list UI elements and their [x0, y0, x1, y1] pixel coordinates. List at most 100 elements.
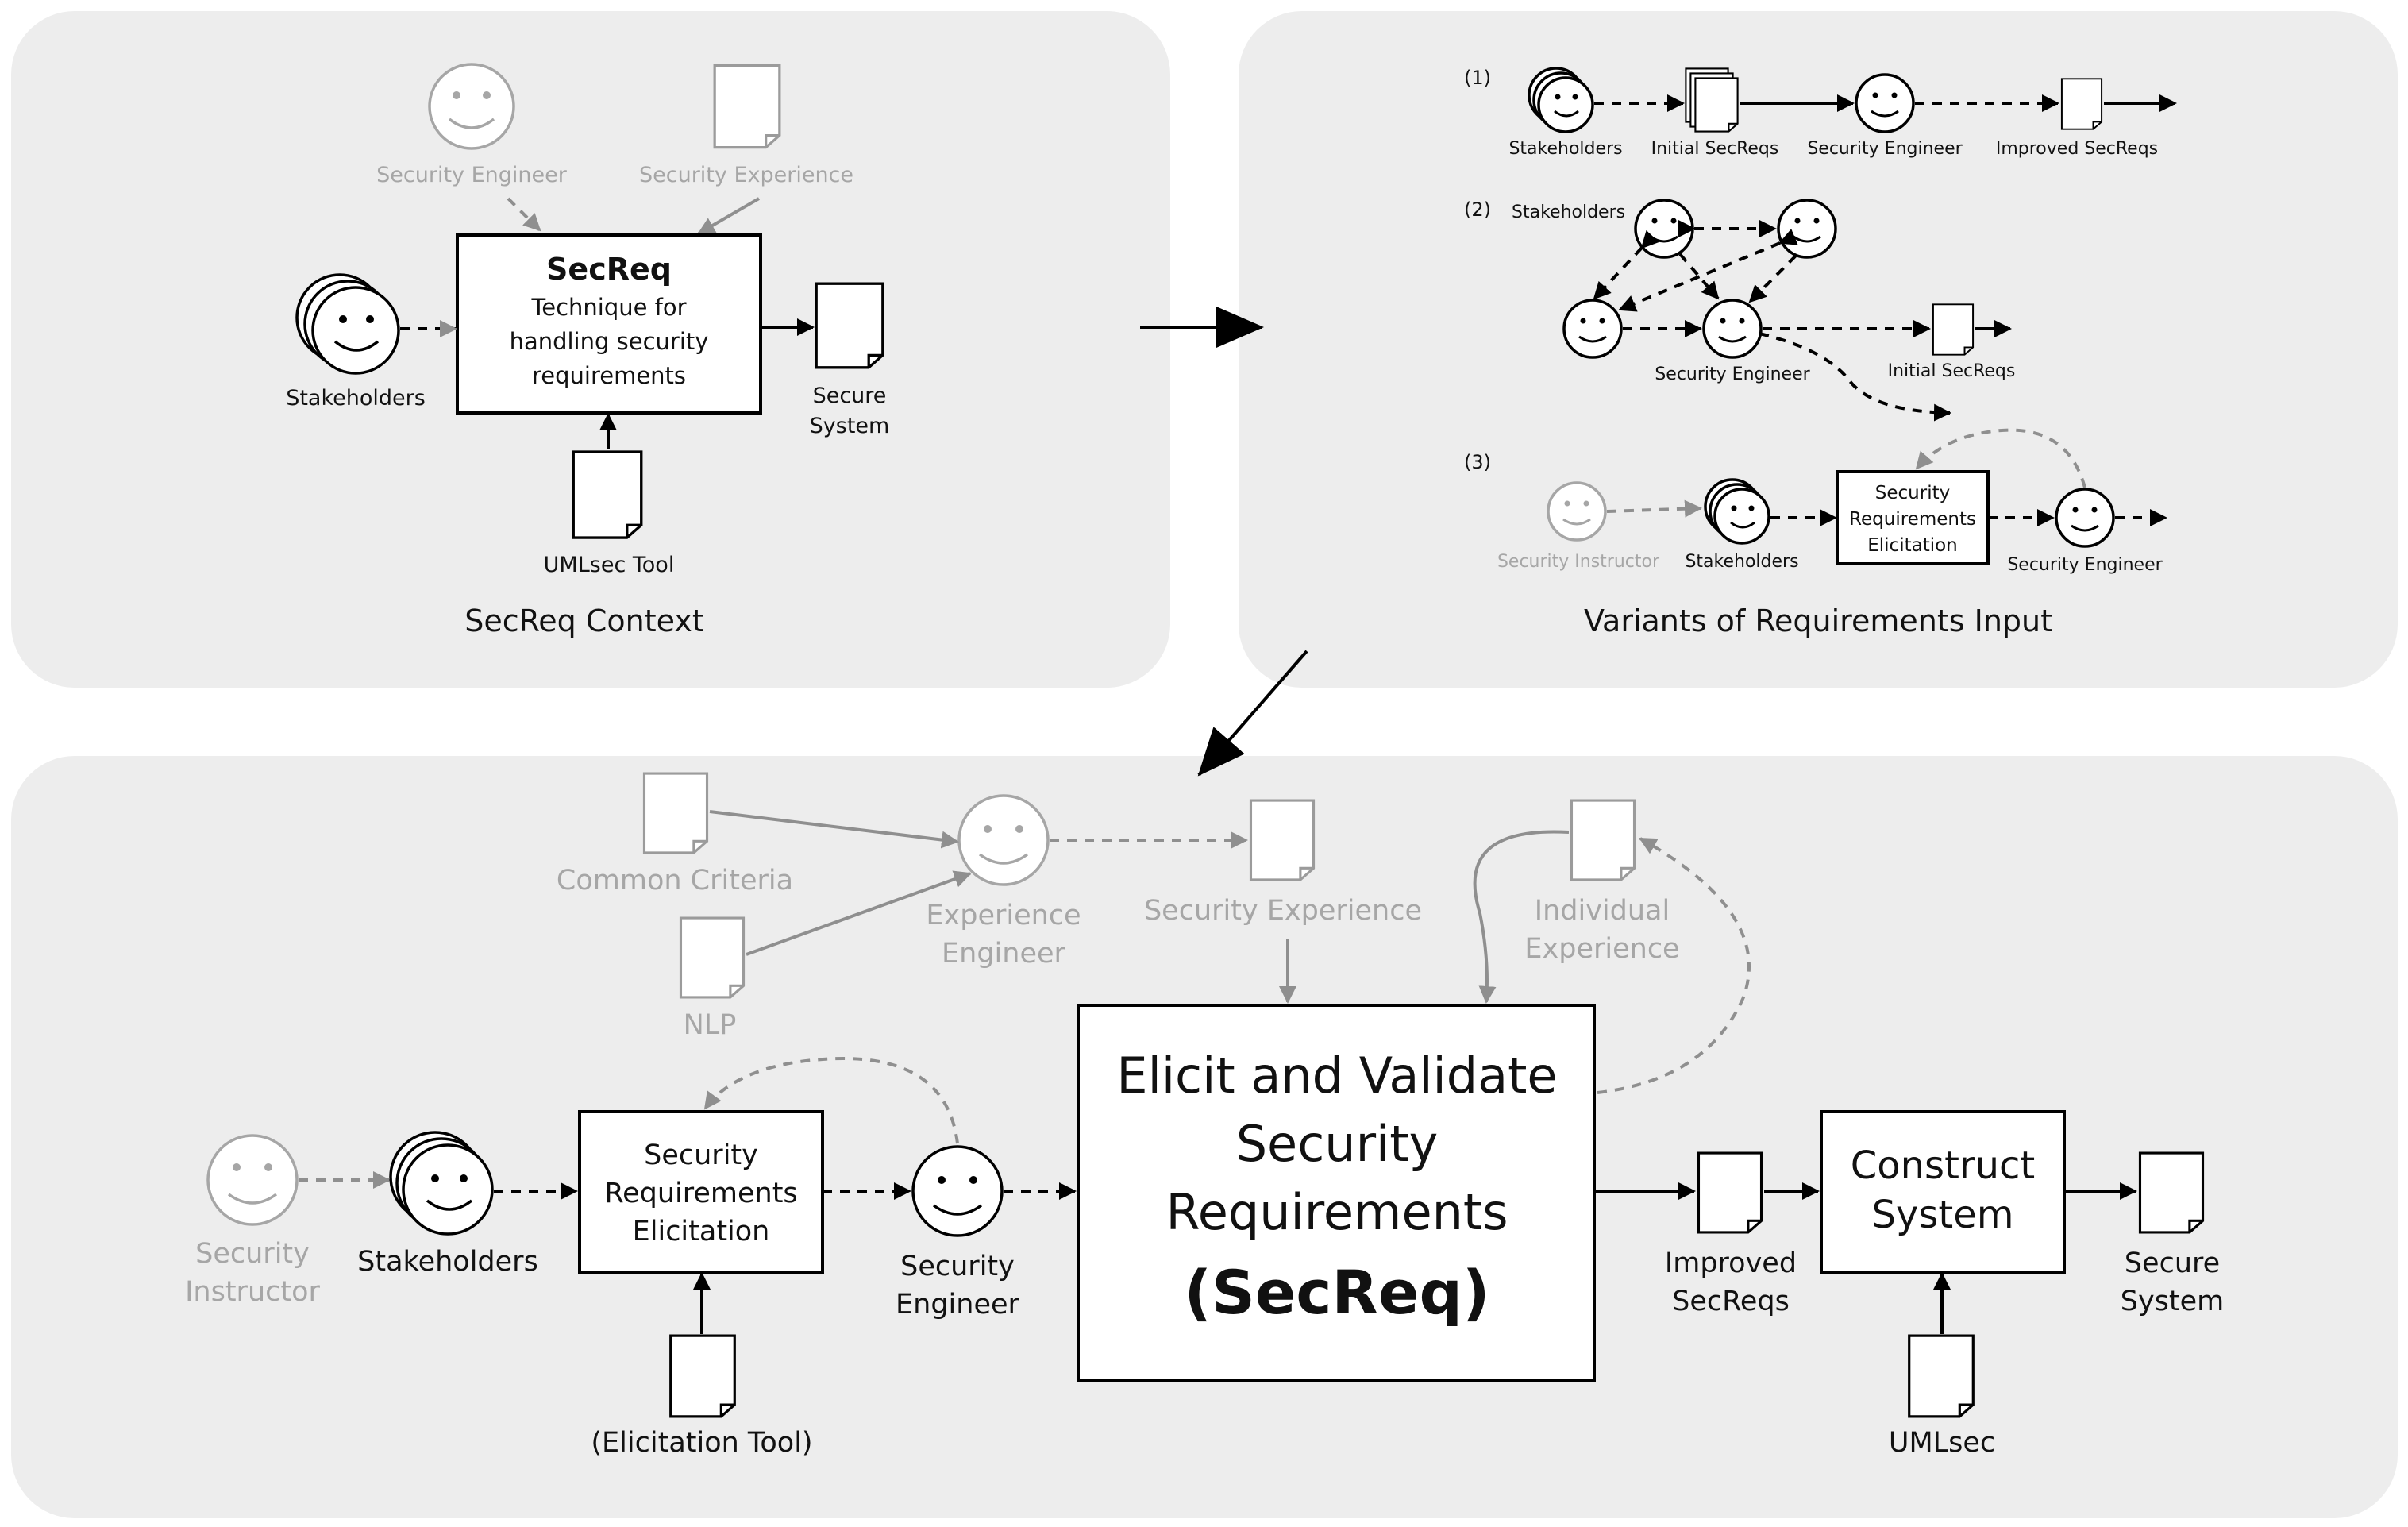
individual-label: Individual — [1535, 895, 1670, 927]
v2-stakeholder-face-icon-c — [1562, 299, 1623, 359]
security-experience-doc-icon-bottom — [1249, 799, 1316, 881]
context-diagram: Security Engineer Security Experience Se… — [286, 63, 890, 638]
elicitation-box — [578, 1110, 824, 1274]
v2-edge-b-eng — [1748, 254, 1797, 303]
elicitation-tool-doc-icon — [669, 1334, 736, 1418]
umlsec-tool-doc-icon — [572, 450, 643, 539]
process-diagram: Common Criteria NLP Experience Engineer … — [185, 772, 2225, 1459]
system-label: System — [810, 414, 890, 438]
secreq-box-title: SecReq — [546, 252, 672, 287]
security-instructor-label: Instructor — [185, 1276, 320, 1308]
v3-security-instructor-label: Security Instructor — [1497, 552, 1660, 572]
improved-secreqs-doc-icon — [1697, 1151, 1763, 1234]
security-engineer-security-label: Security — [900, 1251, 1015, 1282]
improved-secreqs-label: SecReqs — [1672, 1286, 1790, 1317]
main-line2: Security — [1236, 1115, 1439, 1173]
security-engineer-face-icon-bottom — [911, 1145, 1004, 1237]
v1-stakeholders-label: Stakeholders — [1508, 139, 1622, 159]
security-engineer-label: Security Engineer — [376, 163, 568, 187]
secreq-box — [456, 233, 762, 415]
experience-label: Experience — [926, 900, 1081, 931]
v2-initial-secreqs-doc-icon — [1932, 303, 1975, 356]
system-bottom-label: System — [2121, 1286, 2225, 1317]
edge-cc-to-engineer — [709, 810, 959, 849]
v3-elicitation-box — [1836, 470, 1990, 565]
elicitation-line2: Requirements — [604, 1178, 797, 1209]
v3-security-engineer-label: Security Engineer — [2007, 555, 2163, 575]
stakeholders-group-icon — [295, 273, 400, 375]
common-criteria-label: Common Criteria — [557, 865, 793, 897]
edge-engineer-feedback — [703, 1057, 959, 1144]
umlsec-label: UMLsec — [1889, 1427, 1995, 1459]
variants-diagram: (1) Stakeholders Initial SecReqs Securit… — [1464, 67, 2177, 638]
v2-initial-secreqs-label: Initial SecReqs — [1888, 361, 2016, 381]
arrow-variants-to-process — [1197, 650, 1308, 777]
common-criteria-doc-icon — [642, 772, 709, 854]
security-engineer-face-icon — [428, 63, 515, 150]
v3-security-instructor-face-icon — [1547, 481, 1607, 542]
variants-caption: Variants of Requirements Input — [1584, 603, 2052, 638]
security-experience-doc-icon — [713, 64, 781, 149]
secreq-box-line2: handling security — [510, 328, 709, 355]
v1-initial-secreqs-label: Initial SecReqs — [1651, 139, 1779, 159]
nlp-label: NLP — [684, 1009, 737, 1041]
secreq-box-line1: Technique for — [530, 294, 686, 321]
main-line4: (SecReq) — [1184, 1257, 1489, 1328]
v2-edge-ac — [1593, 229, 1659, 300]
construct-label: Construct — [1851, 1143, 2036, 1188]
v2-stakeholder-face-icon-b — [1777, 199, 1837, 259]
variant2-marker: (2) — [1464, 199, 1491, 221]
construct-system-label: System — [1872, 1193, 2014, 1237]
security-experience-bottom-label: Security Experience — [1144, 895, 1422, 927]
variant3-marker: (3) — [1464, 451, 1491, 473]
variant1-marker: (1) — [1464, 67, 1491, 89]
secure-label: Secure — [813, 384, 887, 408]
v1-security-engineer-face-icon — [1855, 73, 1915, 133]
v2-edge-bc — [1618, 229, 1798, 312]
edge-engineer-to-secreq — [507, 197, 541, 232]
v2-security-engineer-label: Security Engineer — [1655, 364, 1810, 384]
v1-improved-secreqs-label: Improved SecReqs — [1996, 139, 2158, 159]
v3-stakeholders-label: Stakeholders — [1685, 552, 1798, 572]
stakeholders-label: Stakeholders — [286, 386, 426, 411]
security-instructor-face-icon — [206, 1134, 299, 1226]
experience2-label: Experience — [1524, 933, 1679, 965]
v1-security-engineer-label: Security Engineer — [1807, 139, 1963, 159]
security-experience-label: Security Experience — [639, 163, 853, 187]
stakeholders-bottom-label: Stakeholders — [357, 1246, 538, 1278]
edge-main-to-individual — [1597, 837, 1751, 1094]
v1-improved-secreqs-doc-icon — [2060, 78, 2103, 130]
v3-edge-feedback — [1915, 428, 2086, 488]
v3-box-line2: Requirements — [1849, 509, 1976, 530]
elicitation-tool-label: (Elicitation Tool) — [591, 1427, 812, 1459]
v1-stakeholders-icon — [1528, 67, 1594, 133]
v3-box-line3: Elicitation — [1867, 535, 1958, 556]
secure-bottom-label: Secure — [2125, 1247, 2220, 1279]
umlsec-tool-label: UMLsec Tool — [544, 553, 675, 577]
elicitation-line3: Elicitation — [633, 1216, 770, 1247]
security-engineer-bottom-label: Engineer — [896, 1289, 1019, 1321]
edge-experience-to-secreq — [697, 197, 761, 235]
edge-individual-to-main — [1473, 830, 1570, 1004]
umlsec-doc-icon — [1908, 1334, 1975, 1418]
main-secreq-box — [1077, 1004, 1596, 1382]
panel-variants — [1239, 11, 2398, 688]
construct-system-box — [1820, 1110, 2066, 1274]
secure-system-doc-icon — [815, 282, 884, 369]
secreq-box-line3: requirements — [532, 362, 686, 389]
v2-edge-branch — [1759, 332, 1951, 422]
improved-label: Improved — [1665, 1247, 1797, 1279]
v3-security-engineer-face-icon — [2055, 488, 2115, 548]
v2-stakeholders-label: Stakeholders — [1512, 202, 1625, 222]
v3-box-line1: Security — [1875, 483, 1950, 503]
experience-engineer-face-icon — [957, 794, 1050, 886]
security-instructor-security-label: Security — [195, 1238, 310, 1270]
elicitation-line1: Security — [644, 1139, 758, 1171]
stakeholders-group-icon-bottom — [389, 1131, 494, 1236]
secreq-context-caption: SecReq Context — [464, 603, 704, 638]
v3-stakeholders-icon — [1704, 478, 1770, 545]
main-line1: Elicit and Validate — [1116, 1047, 1557, 1105]
v1-initial-secreqs-doc-icon — [1694, 77, 1739, 133]
edge-nlp-to-engineer — [746, 870, 972, 956]
